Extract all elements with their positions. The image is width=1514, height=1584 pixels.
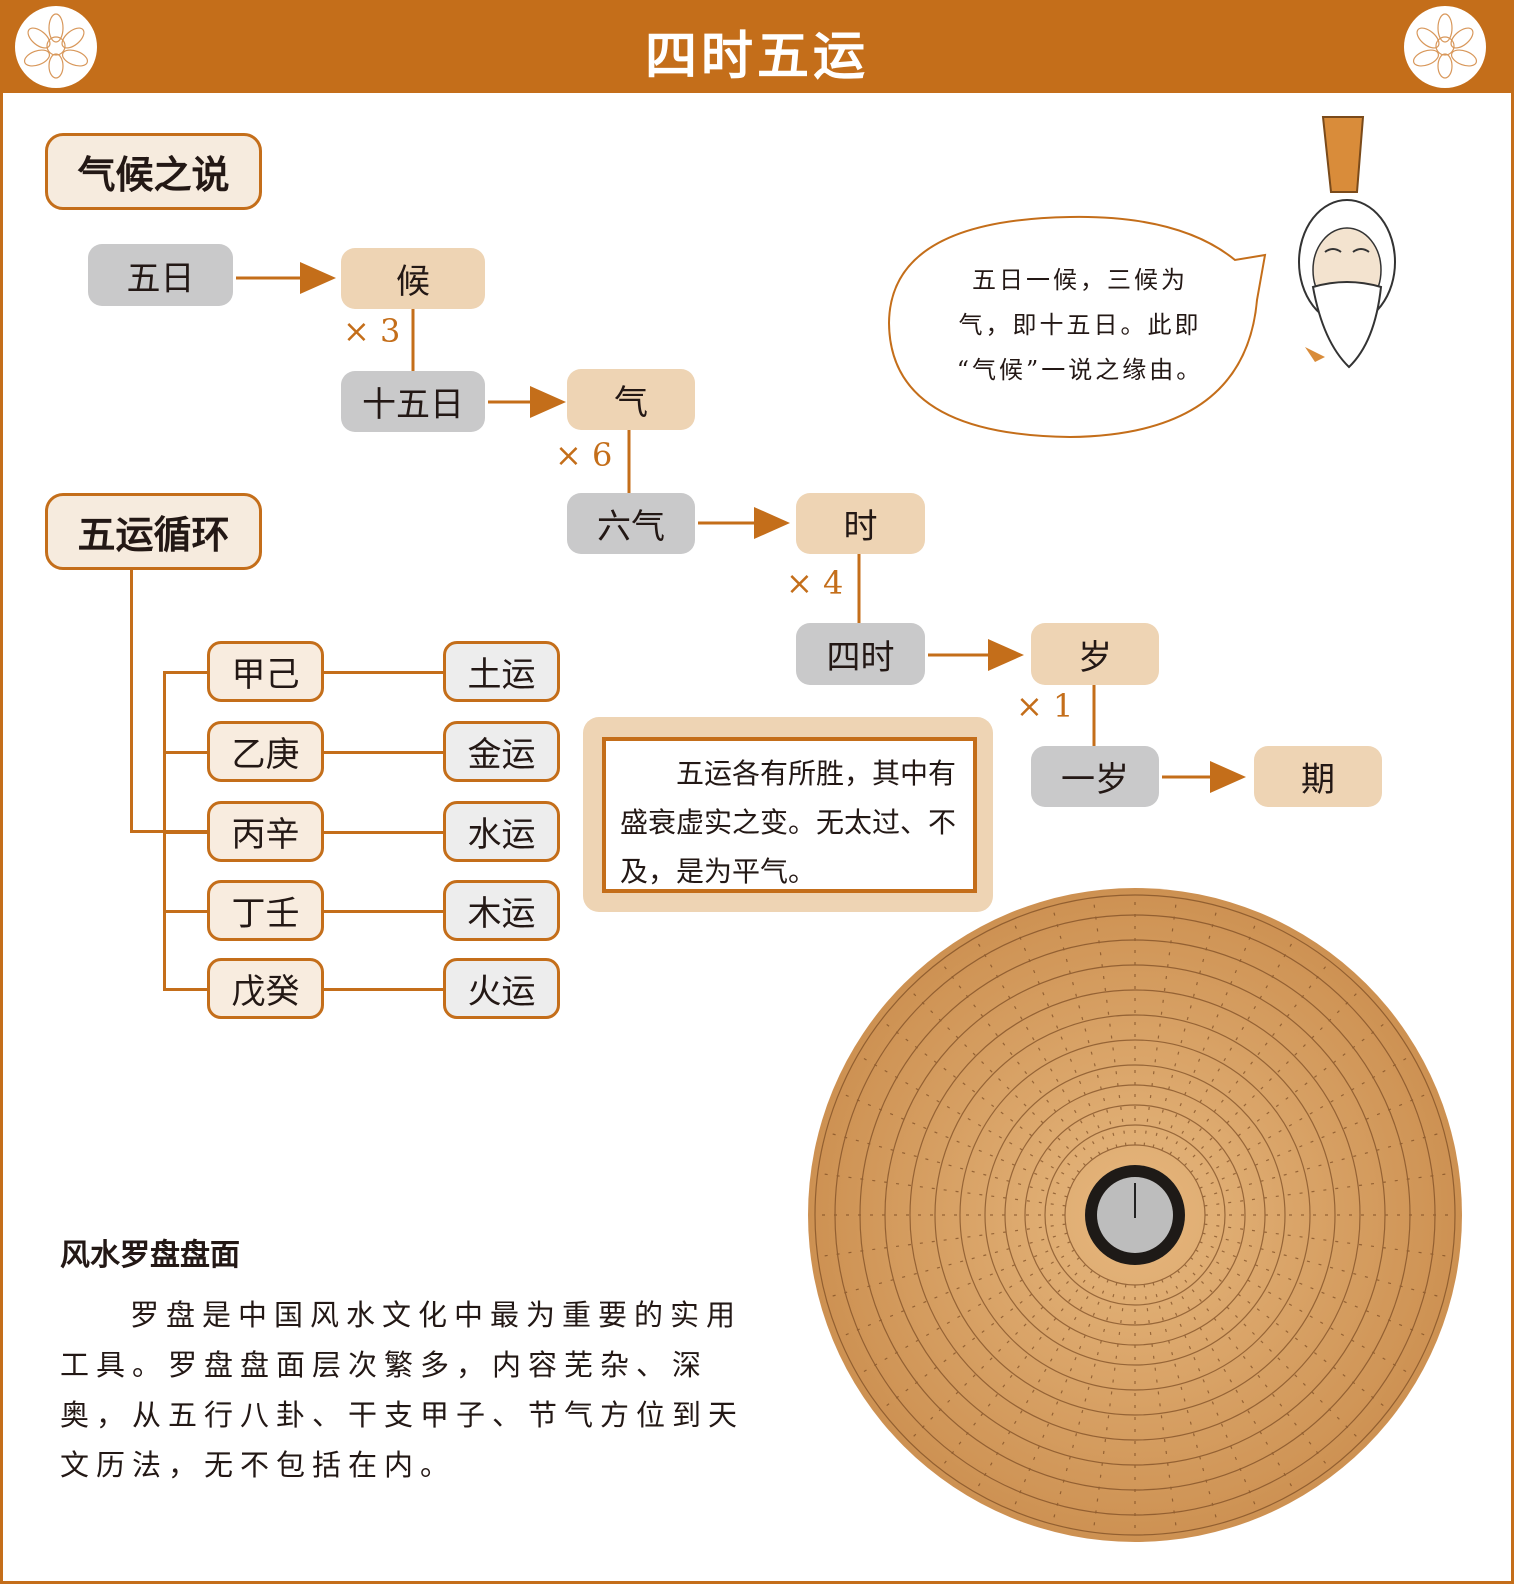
flow-node-hou: 候	[341, 248, 485, 309]
compass-ring	[909, 989, 1361, 1441]
flow-node-one-year: 一岁	[1031, 746, 1159, 807]
luopan-compass-image	[808, 888, 1462, 1542]
yun-element: 火运	[443, 958, 560, 1019]
flow-node-four-seasons: 四时	[796, 623, 925, 685]
speech-line: 气，即十五日。此即	[958, 311, 1202, 339]
section-heading-cycle: 五运循环	[45, 493, 262, 570]
compass-ring	[1044, 1124, 1226, 1306]
multiplier-label: × 3	[343, 312, 401, 350]
yun-element: 水运	[443, 801, 560, 862]
lotus-emblem-icon	[15, 6, 97, 88]
flow-node-five-days: 五日	[88, 244, 233, 306]
lotus-emblem-icon	[1404, 6, 1486, 88]
quote-box: 五运各有所胜，其中有盛衰虚实之变。无太过、不及，是为平气。	[583, 717, 993, 912]
stem-pair: 甲己	[207, 641, 324, 702]
speech-line: 五日一候，三候为	[972, 266, 1188, 294]
multiplier-label: × 4	[786, 564, 844, 602]
yun-element: 土运	[443, 641, 560, 702]
header-bar: 四时五运	[0, 0, 1514, 93]
flow-node-six-qi: 六气	[567, 493, 695, 554]
stem-pair: 丁壬	[207, 880, 324, 941]
stem-pair: 乙庚	[207, 721, 324, 782]
speech-line: “气候”一说之缘由。	[956, 356, 1204, 384]
multiplier-label: × 1	[1016, 687, 1074, 725]
quote-text: 五运各有所胜，其中有盛衰虚实之变。无太过、不及，是为平气。	[602, 737, 977, 893]
compass-ring	[814, 894, 1456, 1536]
connector-line	[163, 671, 208, 674]
flow-node-qi-period: 期	[1254, 746, 1382, 807]
section-heading-climate: 气候之说	[45, 133, 262, 210]
connector-line	[163, 672, 166, 989]
speech-text: 五日一候，三候为 气，即十五日。此即 “气候”一说之缘由。	[930, 258, 1230, 393]
speech-bubble	[887, 215, 1267, 439]
stem-pair: 丙辛	[207, 801, 324, 862]
connector-line	[324, 910, 444, 913]
page-title: 四时五运	[644, 27, 869, 87]
compass-ring	[959, 1039, 1311, 1391]
multiplier-label: × 6	[555, 436, 613, 474]
flow-node-fifteen-days: 十五日	[341, 371, 485, 432]
flow-node-sui: 岁	[1031, 623, 1159, 685]
compass-caption: 风水罗盘盘面	[60, 1238, 240, 1273]
connector-line	[163, 910, 208, 913]
flow-node-qi: 气	[567, 369, 695, 430]
compass-ring	[984, 1064, 1286, 1366]
compass-ring	[934, 1014, 1336, 1416]
connector-line	[130, 570, 133, 833]
flow-node-shi: 时	[796, 493, 925, 554]
compass-ring	[1024, 1104, 1246, 1326]
connector-line	[163, 751, 208, 754]
connector-line	[324, 831, 444, 834]
connector-line	[324, 988, 444, 991]
sage-illustration-icon	[1298, 116, 1396, 369]
connector-line	[163, 831, 208, 834]
stem-pair: 戊癸	[207, 958, 324, 1019]
connector-line	[324, 671, 444, 674]
connector-line	[163, 988, 208, 991]
yun-element: 木运	[443, 880, 560, 941]
yun-element: 金运	[443, 721, 560, 782]
compass-description: 罗盘是中国风水文化中最为重要的实用工具。罗盘盘面层次繁多，内容芜杂、深奥，从五行…	[60, 1298, 745, 1482]
connector-line	[324, 751, 444, 754]
flow-arrows	[236, 262, 1246, 793]
